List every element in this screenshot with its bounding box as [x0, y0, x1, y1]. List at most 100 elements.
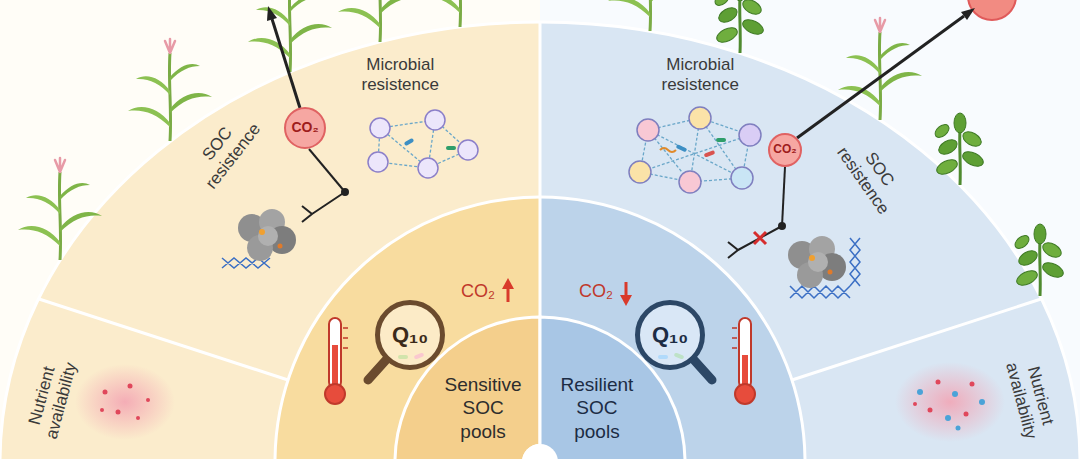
nutrient-dot	[128, 384, 133, 389]
network-node	[629, 161, 651, 183]
co2-text: CO₂	[291, 120, 318, 135]
pool-title: Resilient SOC pools	[561, 373, 634, 444]
nutrient-dot	[116, 410, 121, 415]
emission-arrow	[797, 16, 964, 138]
wheat-plant	[838, 18, 922, 120]
microbe	[676, 144, 688, 152]
nutrient-dot	[945, 415, 951, 421]
co2-circle: CO₂	[768, 133, 802, 167]
outer-ring	[540, 22, 1080, 459]
soc-pool: Sensitive SOC pools	[395, 317, 540, 459]
arrow-head	[502, 278, 514, 289]
mineral-lattice	[850, 238, 860, 286]
soy-plant	[1013, 224, 1066, 296]
inhibition-line	[782, 167, 785, 226]
nutrient-dot	[913, 402, 917, 406]
inhibition-line	[309, 149, 345, 192]
co2-bubble	[968, 0, 1016, 20]
q10-text: Q₁₀	[392, 323, 428, 347]
nutrient-cloud	[895, 362, 1005, 442]
middle-ring	[540, 197, 805, 459]
ring-core	[522, 444, 558, 459]
emission-arrow	[272, 19, 300, 108]
junction-dot	[341, 188, 349, 196]
network-node	[370, 118, 390, 138]
co2-text: CO₂	[773, 143, 796, 156]
junction-dot	[778, 222, 786, 230]
segment-label: Microbial resistence	[662, 55, 739, 96]
nutrient-dot	[146, 398, 150, 402]
network-node	[689, 107, 711, 129]
nutrient-dot	[952, 391, 958, 397]
wheat-plant	[128, 39, 212, 141]
microbe	[704, 150, 716, 158]
wheat-plant	[418, 0, 502, 27]
organic-particle	[259, 229, 265, 235]
segment-label: Microbial resistence	[362, 55, 439, 96]
segment-label: SOC resistence	[831, 131, 909, 218]
nutrient-dot	[964, 412, 969, 417]
nutrient-dot	[917, 389, 923, 395]
block-cross	[754, 232, 766, 244]
network-node	[739, 124, 761, 146]
pool-shape	[395, 317, 540, 459]
nutrient-dot	[979, 399, 985, 405]
thermometer-bulb	[325, 384, 345, 404]
wheat-plant	[248, 0, 332, 72]
soy-plant	[933, 113, 986, 185]
middle-ring	[275, 197, 540, 459]
thermometer-tick	[732, 328, 737, 348]
segment-label: Nutrient availability	[1000, 355, 1060, 441]
organic-particle	[278, 244, 283, 249]
organic-particle	[809, 255, 815, 261]
network-node	[731, 167, 753, 189]
receptor-symbol	[302, 192, 345, 222]
nutrient-dot	[970, 382, 975, 387]
q10-text: Q₁₀	[652, 323, 688, 347]
arrow-head	[620, 295, 632, 306]
wheat-plant	[338, 0, 422, 42]
network-node	[679, 171, 701, 193]
mineral-lattice	[790, 286, 850, 298]
arrow-head	[961, 8, 975, 20]
network-node	[637, 119, 659, 141]
microbe	[660, 148, 676, 152]
nutrient-cloud	[75, 364, 175, 440]
microbe	[446, 146, 456, 150]
nutrient-dot	[956, 426, 961, 431]
arrow-head	[267, 6, 277, 21]
q10-magnifier: Q₁₀	[375, 300, 445, 370]
outer-ring	[0, 22, 540, 459]
thermometer-bulb	[735, 384, 755, 404]
nutrient-dot	[103, 390, 108, 395]
soc-aggregate	[258, 226, 278, 246]
pool-title: Sensitive SOC pools	[445, 373, 522, 444]
network-node	[458, 140, 478, 160]
nutrient-dot	[936, 380, 941, 385]
organic-particle	[828, 270, 833, 275]
wheat-plant	[608, 0, 692, 31]
magnifier-handle	[368, 360, 386, 380]
magnifier-handle	[694, 360, 712, 380]
segment-label: SOC resistence	[185, 107, 265, 193]
q10-magnifier: Q₁₀	[635, 300, 705, 370]
nutrient-dot	[100, 408, 104, 412]
nutrient-dot	[136, 416, 140, 420]
network-node	[418, 158, 438, 178]
trend-arrow	[507, 287, 510, 302]
receptor-symbol	[728, 226, 782, 258]
soy-plant	[713, 0, 766, 53]
nutrient-dot	[928, 408, 933, 413]
wheat-plant	[18, 158, 102, 260]
microbe	[716, 138, 726, 142]
co2-circle: CO₂	[284, 107, 326, 149]
co2-trend-label: CO₂	[461, 281, 495, 303]
soc-aggregate	[808, 252, 828, 272]
co2-trend-label: CO₂	[579, 281, 613, 303]
network-node	[425, 110, 445, 130]
microbe	[404, 138, 415, 146]
segment-label: Nutrient availability	[22, 355, 82, 441]
thermometer-tick	[343, 328, 348, 348]
trend-arrow	[625, 282, 628, 297]
